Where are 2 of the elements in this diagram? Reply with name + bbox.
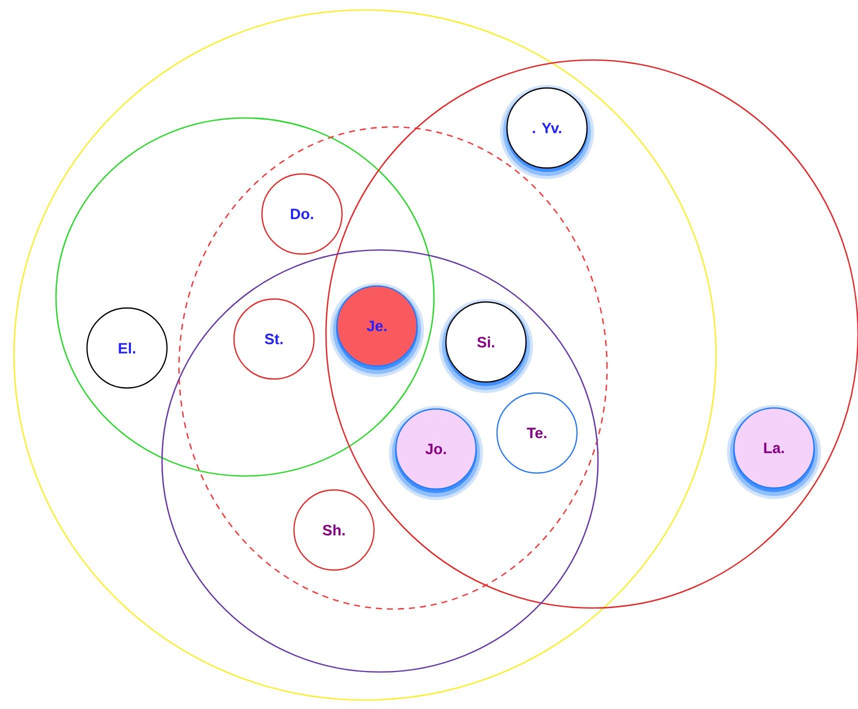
set-circle: [13, 9, 717, 701]
set-circle: [161, 249, 599, 673]
